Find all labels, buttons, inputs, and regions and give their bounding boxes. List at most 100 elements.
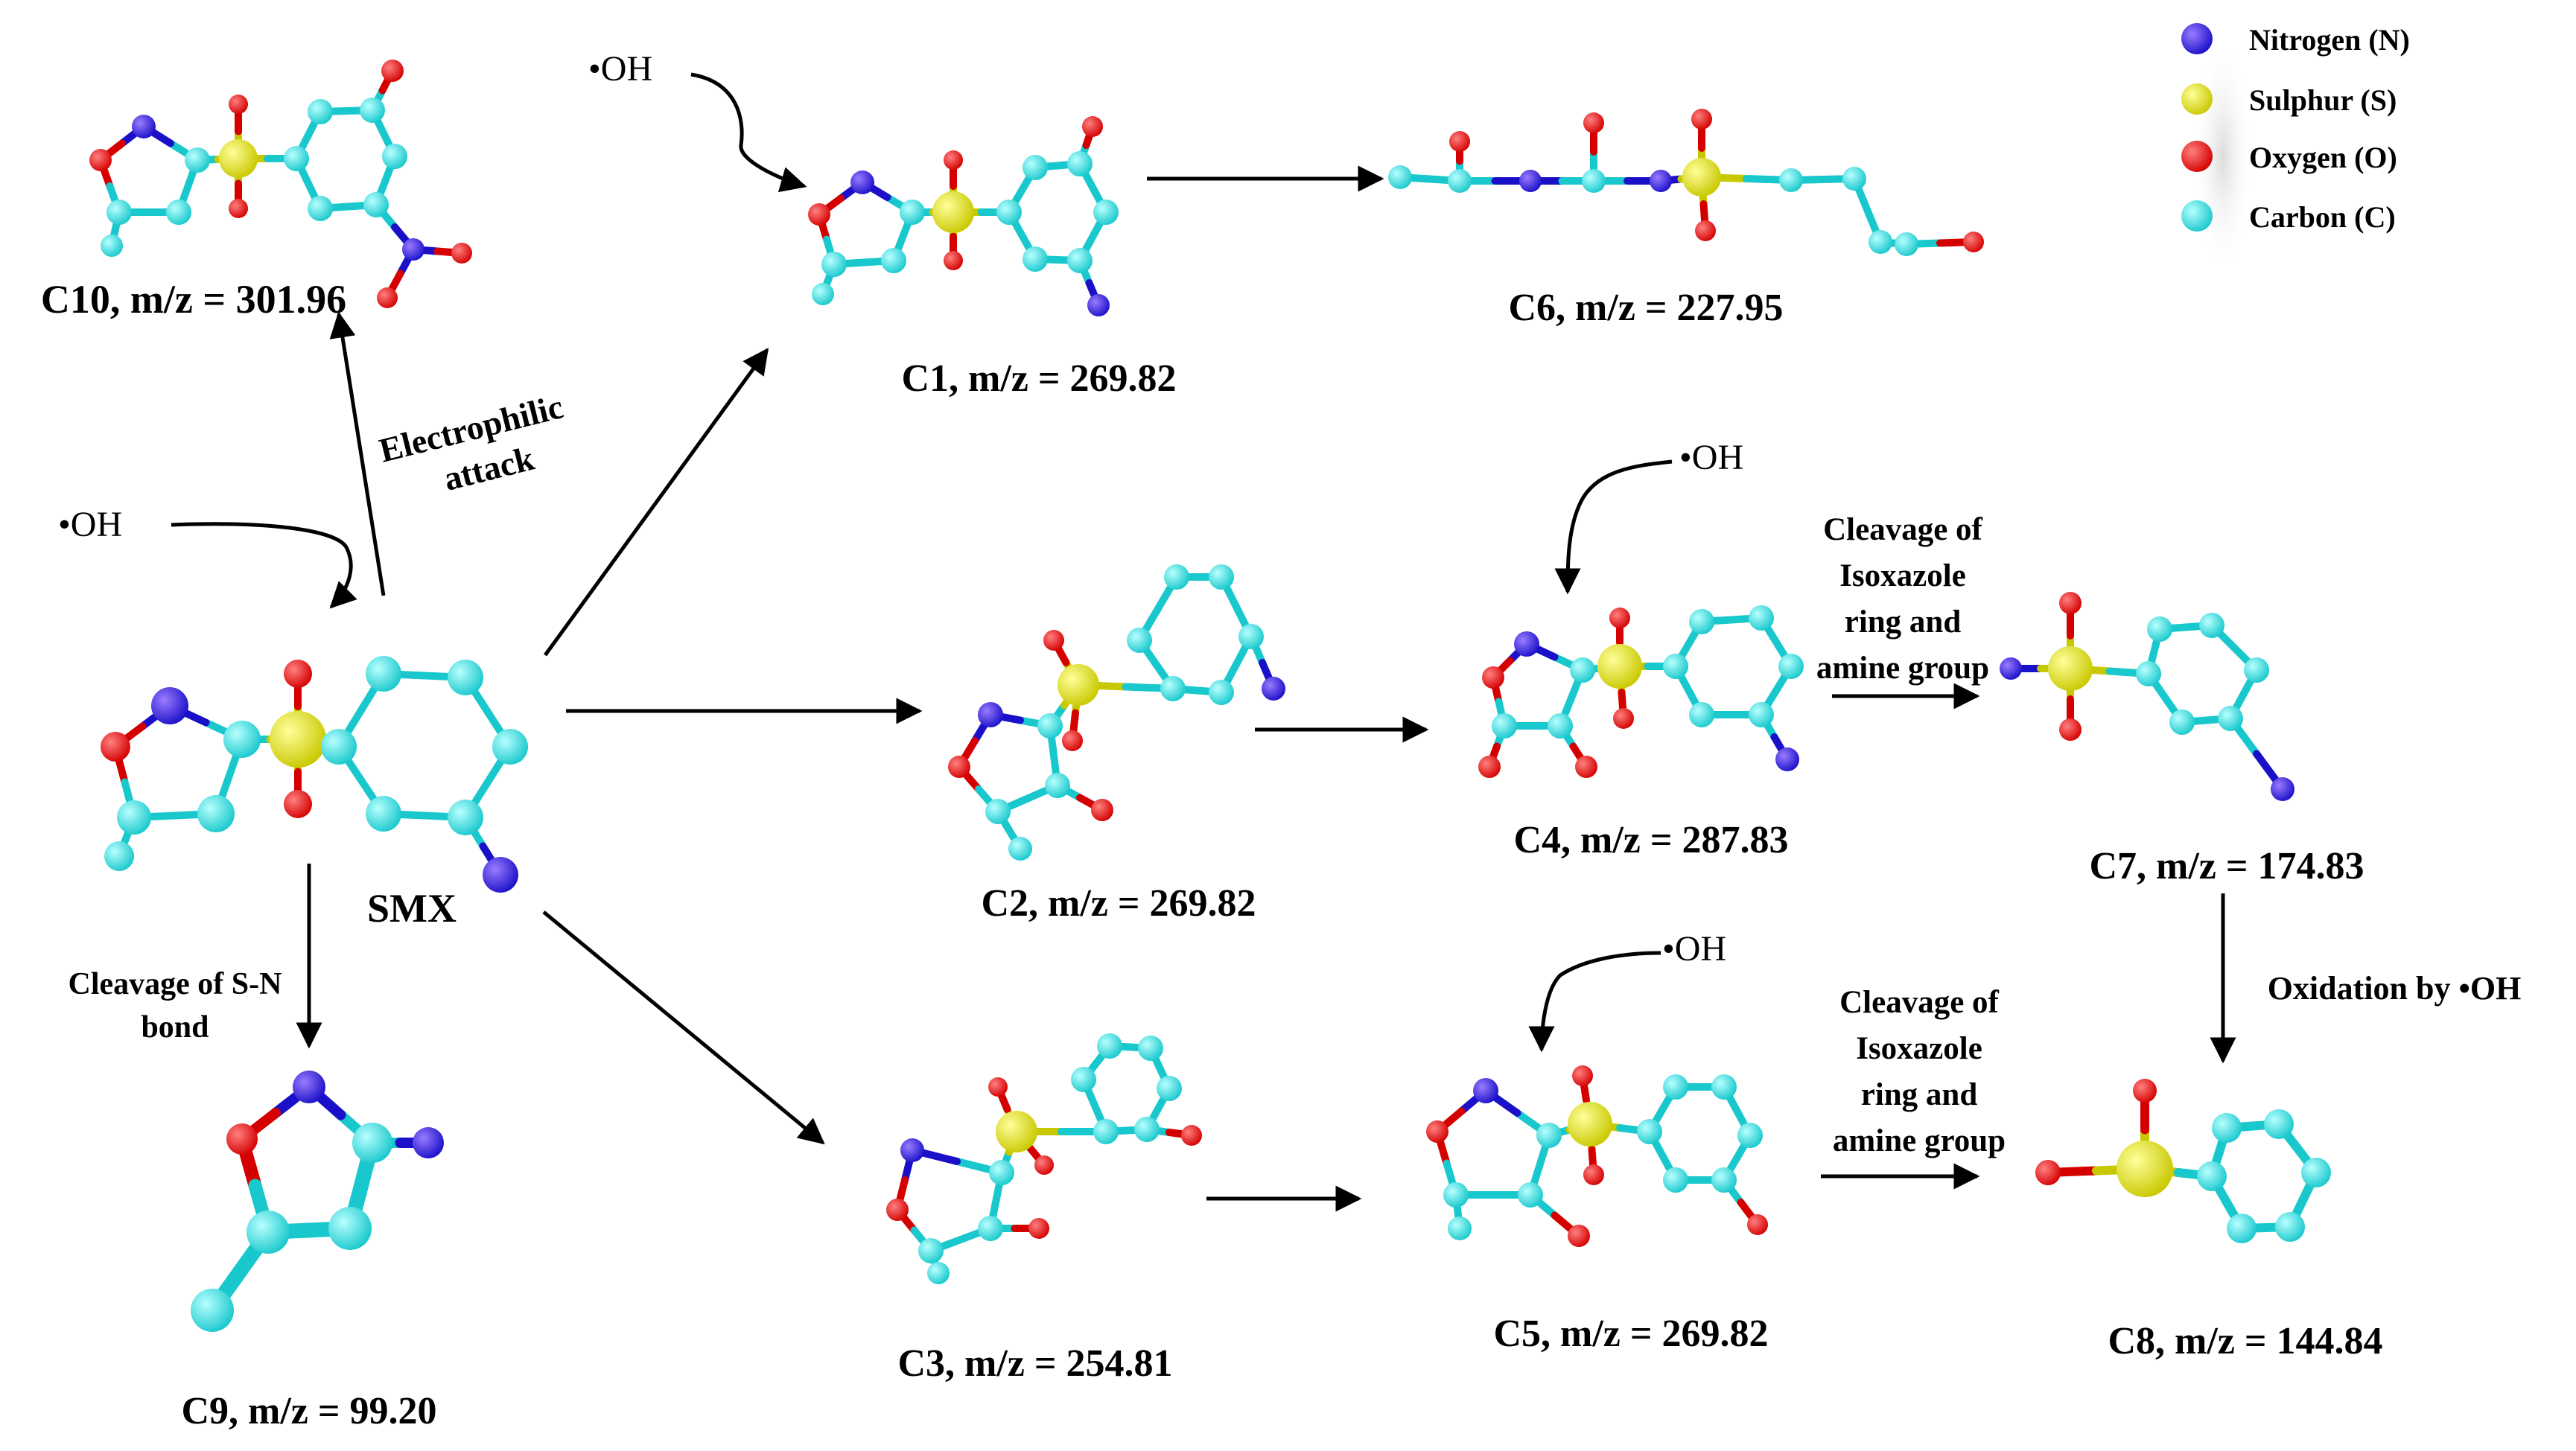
radical-label-c4: •OH bbox=[1679, 438, 1743, 477]
oxygen-atom bbox=[1091, 799, 1113, 821]
carbon-atom bbox=[191, 1289, 234, 1332]
oh-arrow-c5 bbox=[1528, 951, 1661, 1053]
oxygen-atom bbox=[2035, 1160, 2061, 1185]
sulphur-swatch bbox=[2181, 83, 2213, 115]
step-label-line: Isoxazole bbox=[1839, 558, 1966, 593]
sulphur-atom bbox=[1058, 664, 1099, 706]
step-label-line: ring and bbox=[1861, 1077, 1978, 1112]
nitrogen-atom bbox=[900, 1138, 924, 1162]
nitrogen-atom bbox=[402, 238, 424, 261]
step-label-line: Cleavage of S-N bbox=[69, 967, 282, 1001]
oxygen-atom bbox=[1181, 1125, 1202, 1146]
step-oxidation: Oxidation by •OH bbox=[2268, 970, 2522, 1007]
oh-arrow-c4 bbox=[1554, 459, 1673, 595]
arrow-smx-to-c3 bbox=[542, 911, 825, 1145]
carbon-atom bbox=[247, 1211, 290, 1254]
nitrogen-atom bbox=[1262, 677, 1285, 701]
carbon-atom bbox=[1443, 1182, 1469, 1208]
compound-label-c4: C4, m/z = 287.83 bbox=[1513, 819, 1788, 861]
oxygen-atom bbox=[1043, 630, 1064, 651]
carbon-atom bbox=[1093, 1119, 1119, 1144]
molecule-c6 bbox=[1388, 109, 1984, 256]
carbon-atom bbox=[918, 1238, 944, 1263]
oxygen-atom bbox=[2133, 1079, 2157, 1103]
carbon-atom bbox=[1689, 702, 1714, 727]
nitrogen-atom bbox=[132, 115, 156, 138]
carbon-atom bbox=[1492, 713, 1517, 739]
carbon-atom bbox=[1067, 151, 1093, 176]
step-sn-cleavage: Cleavage of S-N bond bbox=[69, 967, 282, 1045]
oh-arrow-c1 bbox=[690, 72, 807, 193]
sulphur-atom bbox=[1597, 644, 1642, 689]
carbon-atom bbox=[2227, 1214, 2257, 1243]
carbon-atom bbox=[1093, 200, 1119, 225]
oxygen-atom bbox=[451, 243, 472, 264]
carbon-atom bbox=[1209, 680, 1234, 705]
carbon-atom bbox=[2275, 1212, 2305, 1242]
oxygen-atom bbox=[1583, 1164, 1604, 1185]
sulphur-atom bbox=[996, 1111, 1037, 1152]
oxygen-atom bbox=[284, 790, 312, 818]
carbon-atom bbox=[1037, 713, 1063, 739]
molecule-c10 bbox=[89, 60, 472, 308]
carbon-atom bbox=[1749, 702, 1774, 727]
carbon-atom bbox=[1689, 609, 1714, 634]
oxygen-atom bbox=[101, 732, 130, 762]
carbon-atom bbox=[166, 200, 191, 225]
oxygen-atom bbox=[1082, 116, 1103, 137]
oxygen-atom bbox=[2059, 718, 2082, 741]
carbon-atom bbox=[1869, 230, 1892, 254]
compound-label-c8: C8, m/z = 144.84 bbox=[2108, 1320, 2382, 1362]
compound-label-c5: C5, m/z = 269.82 bbox=[1493, 1313, 1768, 1355]
nitrogen-atom bbox=[413, 1127, 444, 1158]
oxygen-atom bbox=[284, 660, 312, 688]
oxygen-atom bbox=[1695, 220, 1716, 241]
molecule-c3 bbox=[886, 1033, 1202, 1284]
compound-label-c9: C9, m/z = 99.20 bbox=[181, 1390, 436, 1432]
compound-label-c10: C10, m/z = 301.96 bbox=[41, 277, 346, 322]
molecule-c9 bbox=[191, 1071, 444, 1332]
carbon-atom bbox=[1582, 169, 1606, 193]
oxygen-atom bbox=[381, 60, 404, 82]
carbon-atom bbox=[1388, 165, 1412, 189]
carbon-atom bbox=[812, 283, 834, 305]
molecule-c7 bbox=[2000, 592, 2294, 801]
carbon-atom bbox=[2199, 613, 2224, 638]
carbon-swatch bbox=[2181, 200, 2213, 232]
oxygen-atom bbox=[1449, 131, 1470, 152]
step-isoxazole-cleavage-lower: Cleavage of Isoxazole ring and amine gro… bbox=[1833, 985, 2006, 1158]
oh-arrow-smx bbox=[171, 522, 357, 609]
sulphur-atom bbox=[932, 191, 974, 233]
radical-label-smx: •OH bbox=[58, 505, 122, 544]
carbon-atom bbox=[2169, 709, 2195, 735]
step-isoxazole-cleavage-upper: Cleavage of Isoxazole ring and amine gro… bbox=[1816, 512, 1989, 686]
carbon-atom bbox=[1164, 564, 1189, 590]
molecule-c8 bbox=[2035, 1079, 2331, 1243]
oxygen-atom bbox=[808, 203, 830, 226]
carbon-atom bbox=[978, 1216, 1003, 1241]
step-label-line: Cleavage of bbox=[1823, 512, 1982, 547]
oxygen-atom bbox=[886, 1199, 909, 1221]
step-label-line: ring and bbox=[1845, 605, 1962, 640]
carbon-atom bbox=[2218, 706, 2243, 731]
carbon-atom bbox=[996, 200, 1022, 225]
carbon-atom bbox=[1023, 155, 1048, 180]
oxygen-atom bbox=[1062, 730, 1083, 751]
carbon-atom bbox=[1842, 167, 1866, 191]
nitrogen-atom bbox=[1473, 1078, 1498, 1103]
step-label-line: Cleavage of bbox=[1839, 985, 1999, 1020]
compound-label-c3: C3, m/z = 254.81 bbox=[897, 1342, 1172, 1385]
oxygen-atom bbox=[1568, 1225, 1590, 1247]
carbon-atom bbox=[360, 98, 385, 123]
molecule-c4 bbox=[1478, 605, 1804, 778]
compound-label-c2: C2, m/z = 269.82 bbox=[981, 882, 1256, 925]
carbon-atom bbox=[1238, 624, 1264, 649]
sulphur-atom bbox=[1568, 1102, 1612, 1147]
molecule-c2 bbox=[948, 564, 1285, 861]
carbon-atom bbox=[104, 841, 134, 871]
carbon-atom bbox=[101, 235, 123, 257]
carbon-atom bbox=[1008, 837, 1032, 861]
carbon-atom bbox=[2147, 616, 2172, 642]
carbon-atom bbox=[985, 799, 1011, 824]
oxygen-atom bbox=[948, 756, 970, 778]
